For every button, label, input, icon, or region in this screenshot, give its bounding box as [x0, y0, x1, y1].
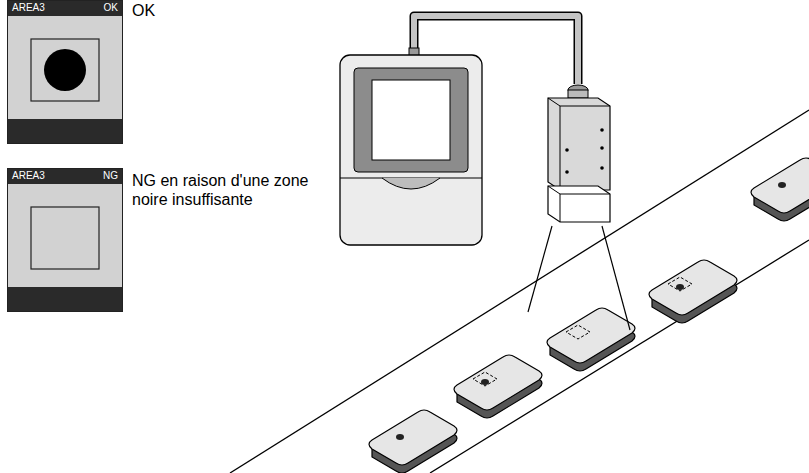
inspection-window	[8, 1, 122, 143]
footer-bar	[8, 287, 122, 311]
judgement-result: OK	[104, 2, 118, 14]
ok-note: OK	[132, 1, 192, 20]
inspection-window	[8, 169, 122, 311]
screen-thumbnail: AREA3 NG	[7, 168, 123, 312]
ng-note: NG en raison d'une zone noire insuffisan…	[132, 171, 317, 209]
screen-thumbnail: AREA3 OK	[7, 0, 123, 144]
area-name: AREA3	[12, 170, 45, 182]
area-name: AREA3	[12, 2, 45, 14]
footer-bar	[8, 119, 122, 143]
judgement-result: NG	[103, 170, 118, 182]
